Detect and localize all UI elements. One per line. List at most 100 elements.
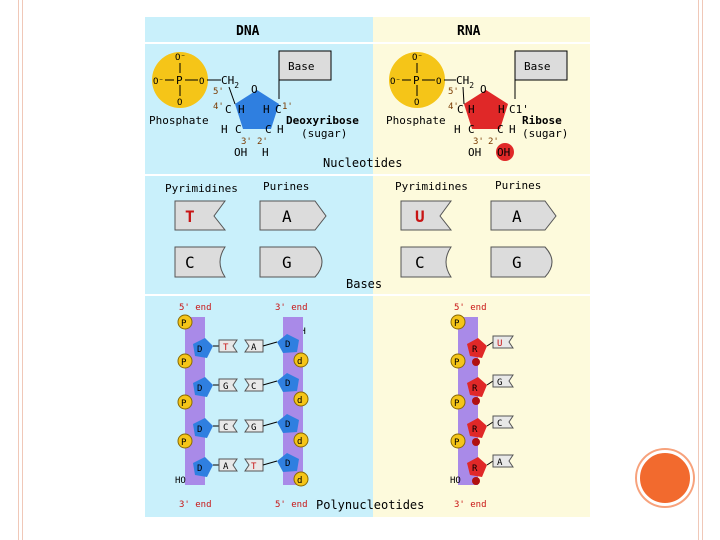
- frame-line-right-inner: [702, 0, 703, 540]
- dna-right-5-end: 5' end: [275, 500, 308, 510]
- phosphate-letter: P: [181, 358, 187, 368]
- phosphate-o-left: O⁻: [390, 77, 401, 87]
- base-g-dna: G: [259, 246, 323, 278]
- h1: H: [263, 103, 270, 116]
- c4-carbon: C: [225, 103, 232, 116]
- sugar-letter: R: [472, 464, 478, 474]
- deoxyribose-node: [277, 373, 299, 392]
- carbon-5-label: 5': [448, 87, 459, 97]
- sugar-letter: D: [197, 384, 202, 394]
- base-tag: [244, 378, 264, 392]
- phosphate-letter: P: [454, 399, 460, 409]
- frame-line-left-inner: [22, 0, 23, 540]
- glycosidic-bond: [262, 421, 278, 427]
- c1-carbon: C: [275, 103, 282, 116]
- carbon-4-label: 4': [213, 102, 224, 112]
- deoxyribose-node: [277, 334, 299, 353]
- phosphate-letter: P: [454, 358, 460, 368]
- base-letter: G: [223, 382, 228, 392]
- polynucleotides-title: Polynucleotides: [316, 498, 424, 512]
- dna-left-ho: HO: [175, 476, 186, 486]
- base-letter: G: [251, 423, 256, 433]
- deoxyribose-node: [193, 338, 213, 358]
- bond-ch2-ring: [462, 86, 465, 105]
- deoxyribose-label: Deoxyribose: [286, 114, 359, 127]
- glycosidic-bond: [486, 460, 494, 466]
- phosphate-node: [177, 433, 193, 449]
- phosphate-node: [293, 432, 309, 448]
- base-box: [514, 50, 568, 81]
- base-g-letter: G: [512, 253, 522, 272]
- slide-decoration-circle: [637, 450, 693, 506]
- base-t: T: [174, 200, 227, 231]
- carbon-3-label: 3': [241, 137, 252, 147]
- carbon-3-label: 3': [473, 137, 484, 147]
- sugar-letter: D: [197, 425, 202, 435]
- hydroxyl-node: [472, 397, 480, 405]
- oh-3: OH: [468, 146, 481, 159]
- phosphate-p: P: [413, 74, 420, 87]
- h-2: H: [262, 146, 269, 159]
- base-tag: [492, 374, 514, 388]
- rna-pyrimidines-label: Pyrimidines: [395, 180, 468, 193]
- sugar-letter: D: [285, 420, 290, 430]
- pyrimidine-shape: [174, 200, 227, 231]
- ribose-node: [467, 338, 487, 358]
- base-a-letter: A: [282, 207, 292, 226]
- base-letter: G: [497, 378, 502, 388]
- glycosidic-bond: [486, 341, 494, 347]
- phosphate-circle: [152, 52, 208, 108]
- c3-carbon: C: [235, 123, 242, 136]
- glycosidic-bond: [262, 380, 278, 386]
- deoxyribose-node: [193, 457, 213, 477]
- rna-5-end: 5' end: [454, 303, 487, 313]
- carbon-2-label: 2': [488, 137, 499, 147]
- phosphate-node: [177, 394, 193, 410]
- pyrimidine-shape: [400, 200, 453, 231]
- nucleic-acid-diagram: DNA RNA O⁻ O⁻ P O O CH2 5' O 4' C H H C …: [145, 17, 590, 517]
- carbon-1-label: 1': [282, 102, 293, 112]
- phosphate-o-bottom: O: [177, 98, 182, 108]
- pyrimidine-shape: [400, 246, 452, 278]
- ribose-label: Ribose: [522, 114, 562, 127]
- oh-2-highlight: [496, 143, 514, 161]
- rna-nucleotide: O⁻ O⁻ P O O CH2 5' O 4' C H H C1' H C C …: [386, 50, 568, 161]
- phosphate-letter: P: [454, 319, 460, 329]
- base-c-letter: C: [185, 253, 195, 272]
- phosphate-label: Phosphate: [386, 114, 446, 127]
- base-letter: C: [223, 423, 228, 433]
- carbon-2-label: 2': [257, 137, 268, 147]
- base-u-letter: U: [415, 207, 425, 226]
- phosphate-p: P: [176, 74, 183, 87]
- base-box: [278, 50, 332, 81]
- sugar-label: (sugar): [522, 127, 568, 140]
- phosphate-letter: d: [297, 396, 302, 406]
- phosphate-circle: [389, 52, 445, 108]
- base-u: U: [400, 200, 453, 231]
- dna-left-5-end: 5' end: [179, 303, 212, 313]
- base-tag: [218, 458, 238, 472]
- ch2-label: CH2: [221, 74, 239, 90]
- h-right: H: [277, 123, 284, 136]
- h-left: H: [454, 123, 461, 136]
- phosphate-node: [293, 352, 309, 368]
- ribose-pentagon: [464, 90, 508, 129]
- base-label: Base: [524, 60, 551, 73]
- base-g-letter: G: [282, 253, 292, 272]
- purine-shape: [490, 200, 557, 231]
- base-letter: A: [251, 343, 257, 353]
- base-tag: [244, 339, 264, 353]
- purine-shape: [259, 200, 327, 231]
- c2-carbon: C: [497, 123, 504, 136]
- base-letter: C: [251, 382, 256, 392]
- phosphate-node: [450, 433, 466, 449]
- sugar-letter: D: [197, 464, 202, 474]
- base-letter: C: [497, 419, 502, 429]
- phosphate-label: Phosphate: [149, 114, 209, 127]
- pyrimidine-shape: [174, 246, 226, 278]
- glycosidic-bond: [486, 380, 494, 386]
- base-letter: T: [251, 462, 257, 472]
- phosphate-letter: P: [181, 438, 187, 448]
- h4: H: [468, 103, 475, 116]
- sugar-letter: R: [472, 425, 478, 435]
